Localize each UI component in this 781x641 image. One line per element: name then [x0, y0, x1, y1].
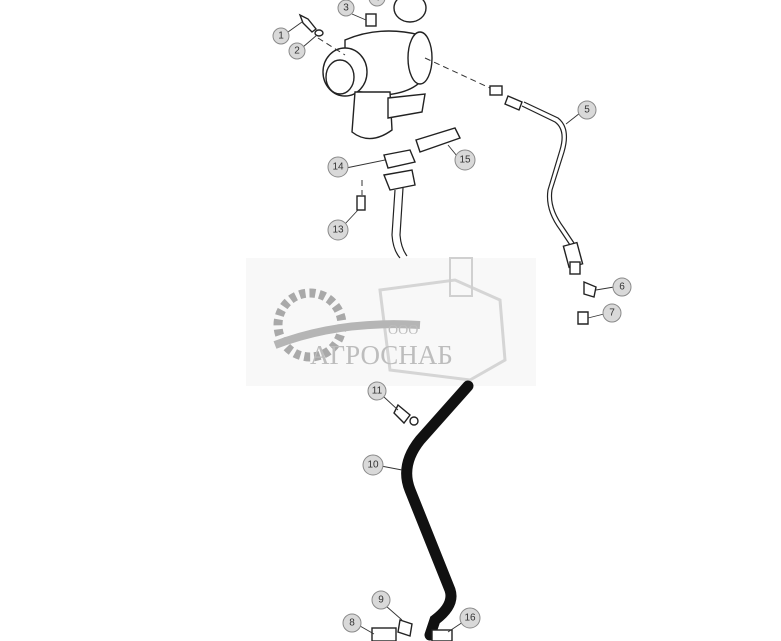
callout-9[interactable]: 9	[371, 590, 391, 610]
callout-label: 8	[349, 618, 355, 629]
clamp-9	[397, 619, 413, 637]
callout-label: 16	[464, 613, 476, 624]
callout-label: 7	[609, 308, 615, 319]
callout-2[interactable]: 2	[288, 42, 306, 60]
fitting-16	[431, 629, 453, 641]
callout-10[interactable]: 10	[362, 454, 384, 476]
turbocharger	[322, 0, 433, 140]
callout-label: 11	[372, 386, 383, 397]
callout-label: 3	[343, 3, 349, 14]
callout-4[interactable]: 4	[368, 0, 386, 7]
callout-label: 14	[332, 162, 344, 173]
callout-label: 10	[367, 460, 379, 471]
clamp-11	[393, 403, 411, 425]
callout-11[interactable]: 11	[367, 381, 387, 401]
fitting-6	[583, 280, 597, 298]
callout-label: 5	[584, 105, 590, 116]
callout-6[interactable]: 6	[612, 277, 632, 297]
callout-7[interactable]: 7	[602, 303, 622, 323]
callout-label: 4	[374, 0, 380, 4]
bolt-13	[356, 195, 366, 211]
callout-14[interactable]: 14	[327, 156, 349, 178]
watermark-prefix: ООО	[388, 323, 418, 338]
leader-lines	[287, 13, 615, 635]
callout-1[interactable]: 1	[272, 27, 290, 45]
oil-feed-line-5	[489, 85, 584, 275]
oil-drain-hose-10	[401, 380, 474, 641]
bolt-1	[298, 13, 317, 33]
connector-8	[371, 627, 397, 641]
callout-3[interactable]: 3	[337, 0, 355, 17]
callout-label: 9	[378, 595, 384, 606]
callout-13[interactable]: 13	[327, 219, 349, 241]
callout-label: 1	[278, 31, 284, 42]
callout-label: 2	[294, 46, 300, 57]
callout-5[interactable]: 5	[577, 100, 597, 120]
callout-16[interactable]: 16	[459, 607, 481, 629]
washer-2	[314, 29, 324, 37]
callout-15[interactable]: 15	[454, 149, 476, 171]
watermark-name: АГРОСНАБ	[310, 340, 453, 370]
callout-label: 6	[619, 282, 625, 293]
callout-label: 15	[459, 155, 471, 166]
callout-label: 13	[332, 225, 344, 236]
watermark-logo: ООО АГРОСНАБ	[246, 257, 536, 386]
gasket-15	[415, 127, 461, 153]
fitting-7	[577, 311, 589, 325]
gasket-14	[383, 149, 416, 169]
callout-8[interactable]: 8	[342, 613, 362, 633]
